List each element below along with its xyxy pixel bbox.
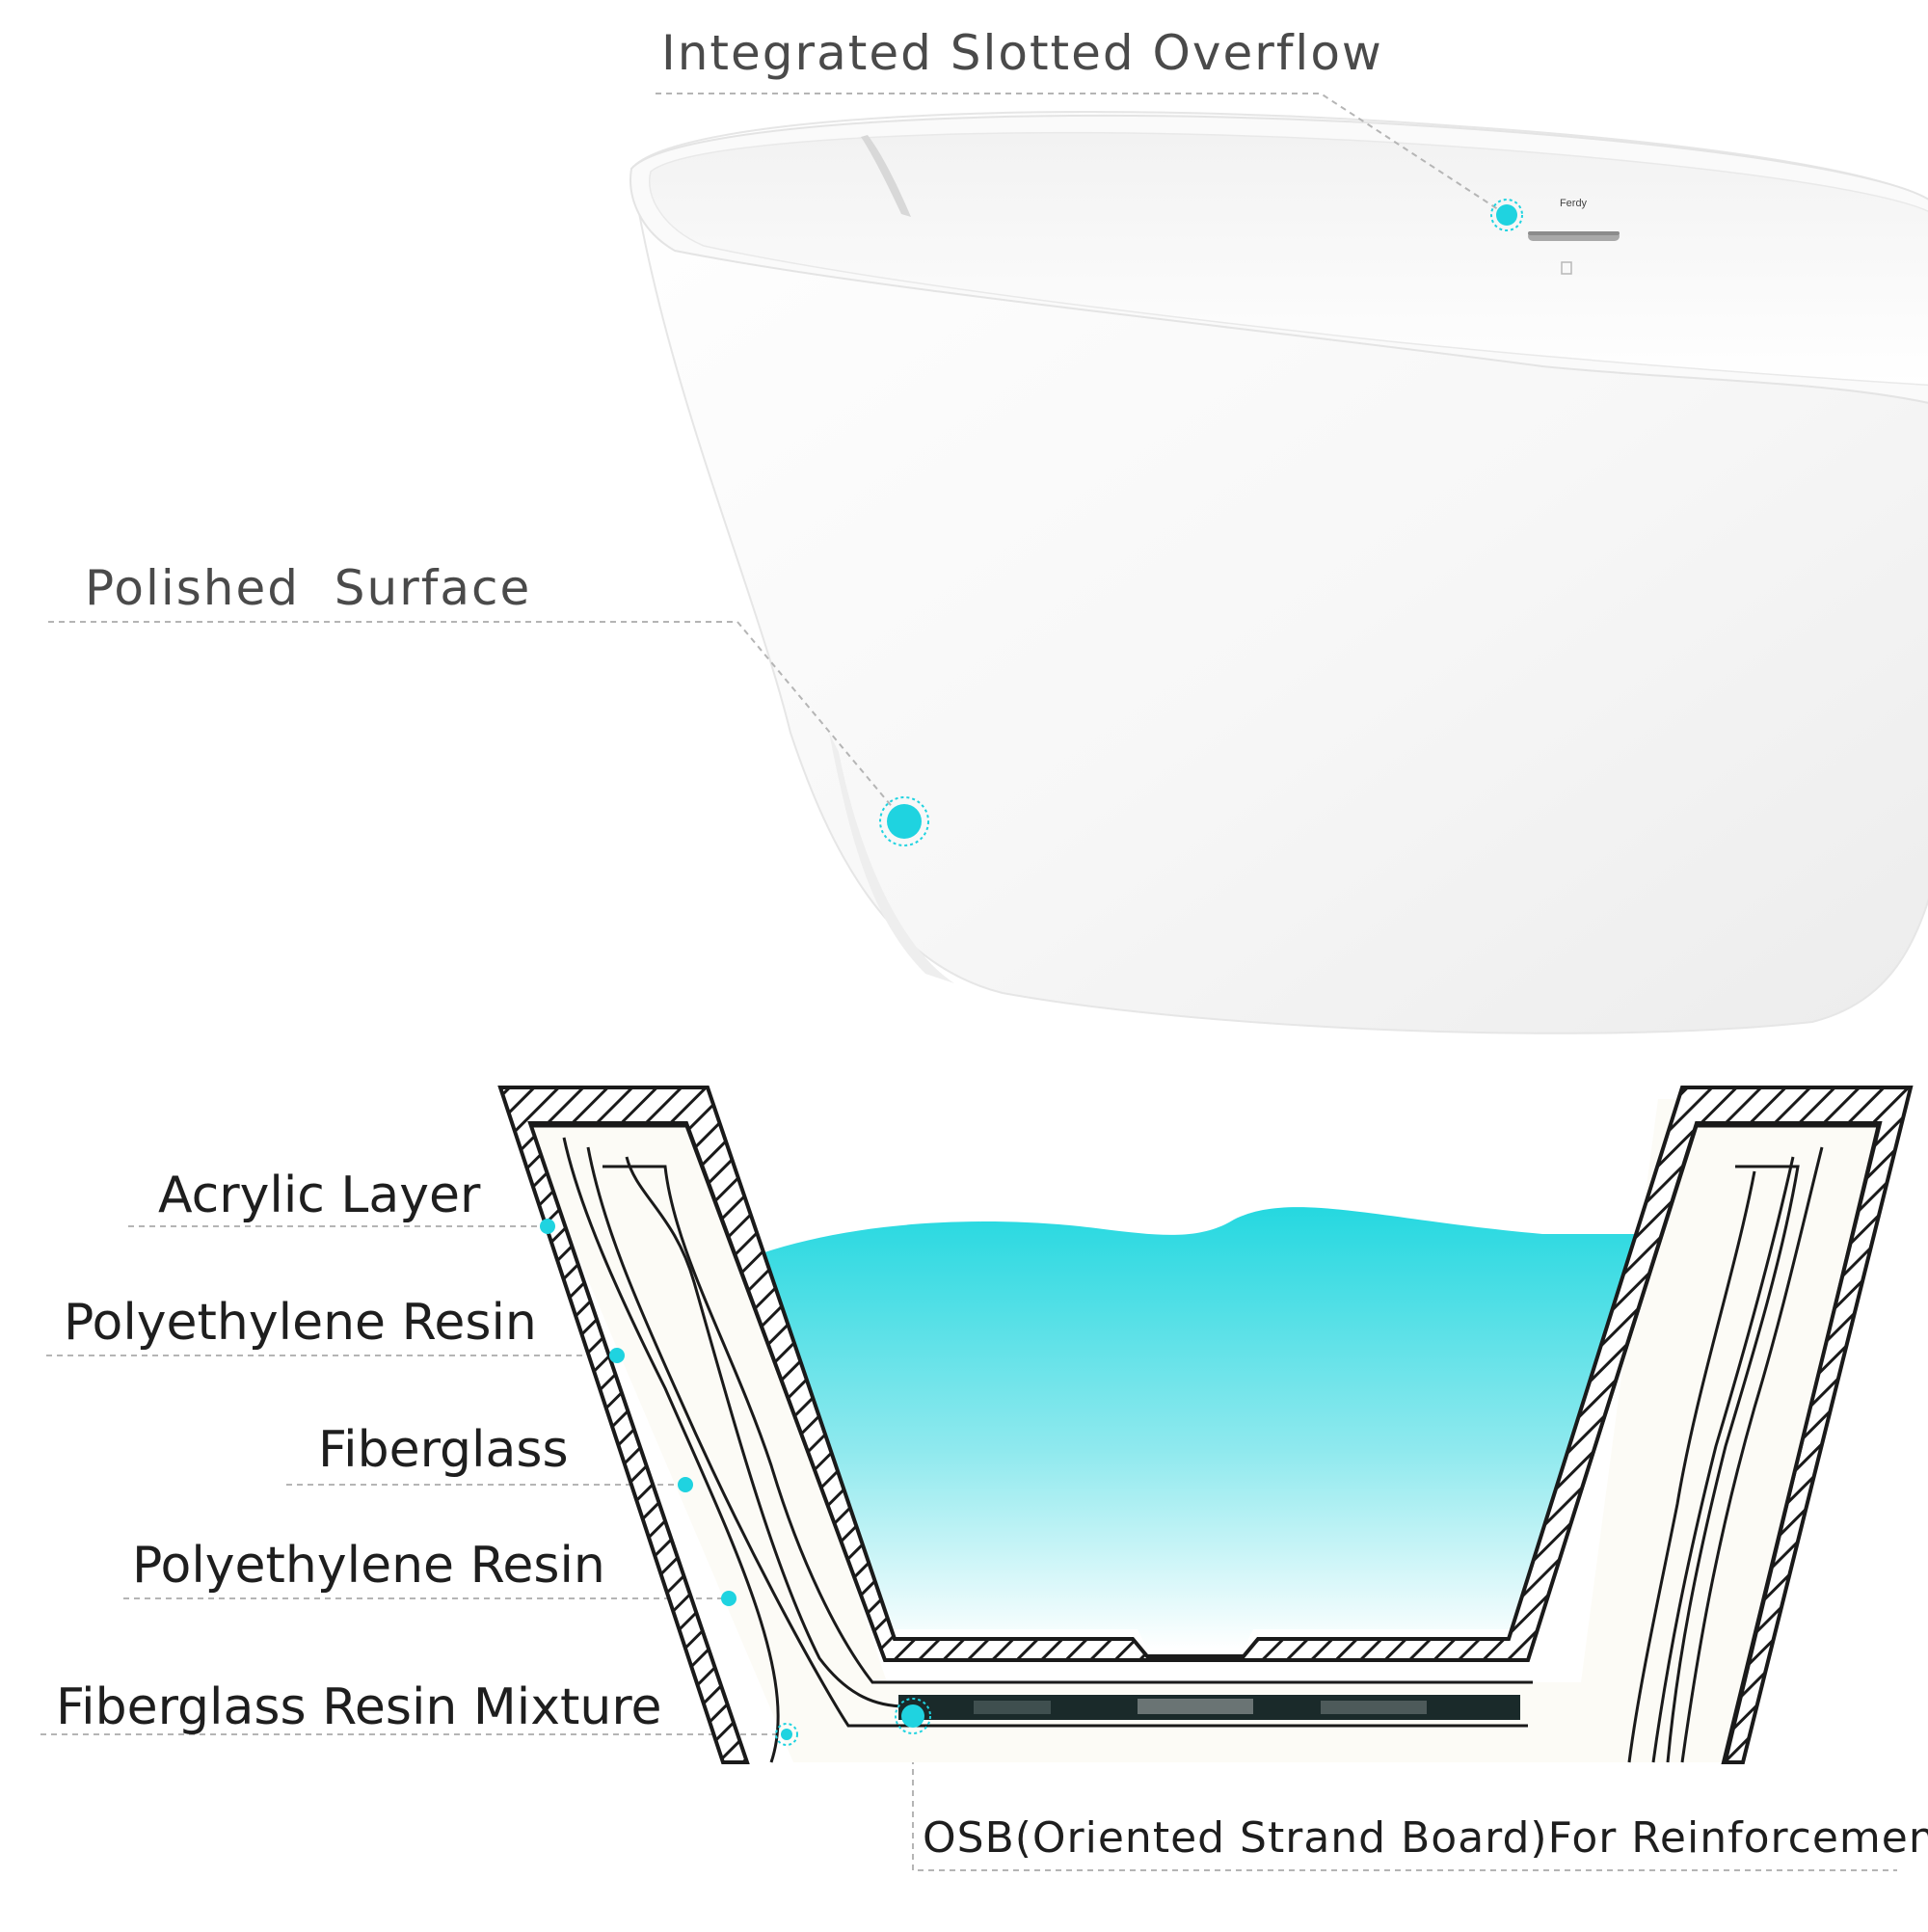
marker-acrylic — [540, 1219, 555, 1234]
label-fiberglass: Fiberglass — [318, 1421, 569, 1479]
label-resin-1: Polyethylene Resin — [64, 1294, 537, 1352]
tub-inner-basin — [649, 131, 1928, 387]
label-resin-2: Polyethylene Resin — [132, 1537, 605, 1595]
leader-lines — [40, 93, 1897, 1871]
label-surface: Polished Surface — [85, 560, 532, 616]
marker-surface — [879, 796, 929, 846]
acrylic-inner-left — [532, 1124, 1880, 1763]
osb-grain-1 — [974, 1701, 1051, 1714]
leader-surface — [48, 621, 905, 822]
markers — [540, 199, 1523, 1746]
bathtub-photo: Ferdy — [629, 111, 1928, 1034]
marker-mixture — [775, 1723, 798, 1746]
marker-resin-2 — [721, 1591, 736, 1606]
label-osb: OSB(Oriented Strand Board)For Reinforcem… — [923, 1813, 1928, 1863]
marker-osb — [895, 1698, 931, 1734]
water-body — [762, 1207, 1648, 1649]
leader-osb — [912, 1716, 1897, 1871]
osb-grain-3 — [1321, 1701, 1427, 1714]
marker-fiberglass — [678, 1477, 693, 1492]
label-mixture: Fiberglass Resin Mixture — [56, 1678, 662, 1736]
overflow-slot: Ferdy — [1528, 198, 1620, 275]
label-acrylic: Acrylic Layer — [158, 1167, 481, 1224]
label-overflow: Integrated Slotted Overflow — [661, 25, 1383, 81]
cross-section — [497, 1086, 1914, 1764]
overflow-brand-text: Ferdy — [1560, 198, 1588, 209]
inner-reflection — [861, 135, 911, 217]
wood-grain-lines — [562, 1137, 1824, 1763]
acrylic-wall-left — [497, 1086, 1914, 1764]
osb-grain-2 — [1138, 1699, 1253, 1714]
marker-resin-1 — [609, 1348, 625, 1363]
marker-overflow — [1490, 199, 1523, 231]
